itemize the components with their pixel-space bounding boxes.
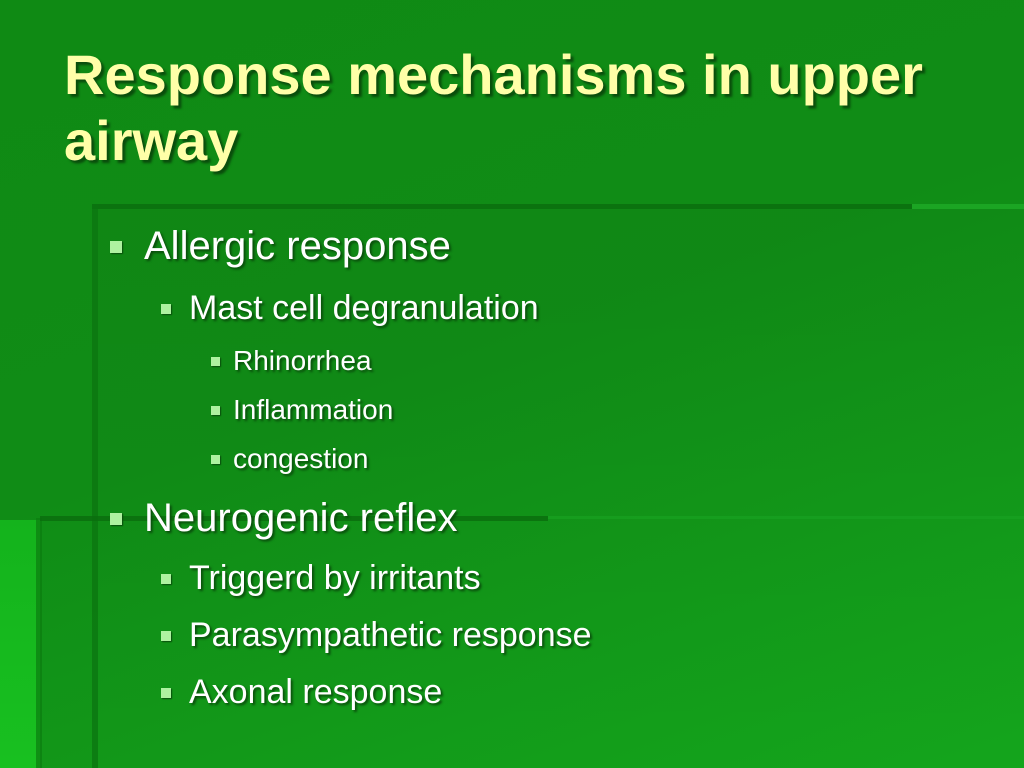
square-bullet-icon	[211, 406, 220, 415]
square-bullet-icon	[161, 304, 171, 314]
square-bullet-icon	[211, 455, 220, 464]
bullet-text: Parasympathetic response	[189, 616, 592, 654]
bullet-text: Triggerd by irritants	[189, 559, 481, 597]
bullet-text: Axonal response	[189, 673, 443, 711]
background-panel-edge	[36, 518, 42, 768]
bullet-text: congestion	[233, 443, 369, 474]
divider-top-light	[912, 204, 1024, 209]
square-bullet-icon	[161, 631, 171, 641]
square-bullet-icon	[110, 241, 122, 253]
square-bullet-icon	[110, 513, 122, 525]
bullet-item: Rhinorrhea	[211, 344, 372, 378]
bullet-item: congestion	[211, 442, 369, 476]
divider-top	[92, 204, 914, 209]
bullet-item: Triggerd by irritants	[161, 558, 481, 598]
square-bullet-icon	[161, 688, 171, 698]
bullet-text: Mast cell degranulation	[189, 289, 539, 327]
bullet-item: Neurogenic reflex	[110, 494, 458, 542]
background-panel-left	[0, 520, 40, 768]
bullet-item: Inflammation	[211, 393, 394, 427]
bullet-text: Rhinorrhea	[233, 345, 372, 376]
bullet-text: Inflammation	[233, 394, 394, 425]
bullet-item: Axonal response	[161, 672, 443, 712]
bullet-item: Mast cell degranulation	[161, 288, 539, 328]
bullet-item: Parasympathetic response	[161, 615, 592, 655]
bullet-text: Allergic response	[144, 224, 451, 268]
bullet-text: Neurogenic reflex	[144, 496, 458, 540]
divider-vertical	[92, 204, 98, 768]
bullet-item: Allergic response	[110, 222, 451, 270]
background-panel	[98, 209, 1024, 768]
slide-title: Response mechanisms in upper airway	[64, 43, 923, 172]
divider-middle	[40, 516, 548, 521]
divider-middle-light	[548, 516, 1024, 519]
square-bullet-icon	[211, 357, 220, 366]
square-bullet-icon	[161, 574, 171, 584]
